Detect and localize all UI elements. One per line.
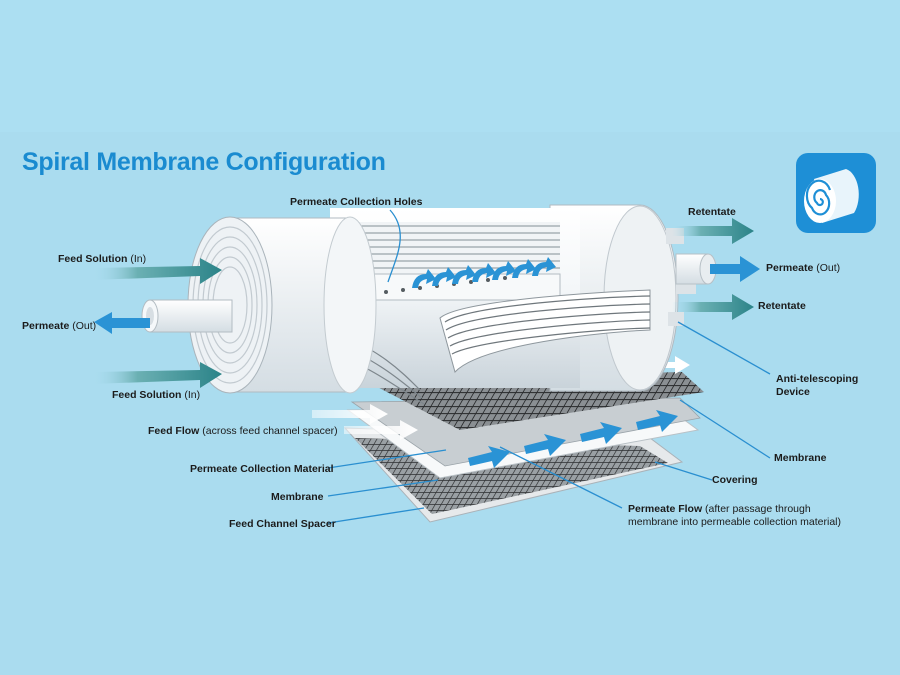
top-band: [0, 0, 900, 132]
feed-in-top-arrow: [92, 258, 222, 284]
label-feed-channel-spacer: Feed Channel Spacer: [229, 518, 336, 530]
label-membrane-right: Membrane: [774, 452, 827, 464]
label-feed-in-bottom: Feed Solution (In): [112, 389, 201, 401]
label-feed-flow: Feed Flow (across feed channel spacer): [148, 425, 338, 437]
permeate-flow-arrows: [468, 410, 678, 468]
retentate-bottom-arrow: [672, 294, 754, 320]
label-retentate-top: Retentate: [688, 206, 736, 218]
label-retentate-bottom: Retentate: [758, 300, 806, 312]
leader-lines: [327, 209, 771, 524]
label-membrane-left: Membrane: [271, 491, 324, 503]
retentate-top-arrow: [672, 218, 754, 244]
membrane-cylinder: [141, 204, 717, 405]
label-permeate-holes: Permeate Collection Holes: [290, 196, 423, 208]
label-feed-in-top: Feed Solution (In): [58, 253, 147, 265]
membrane-roll-icon: [796, 153, 876, 233]
label-permeate-collection-material: Permeate Collection Material: [190, 463, 334, 475]
permeate-out-right-arrow: [710, 256, 760, 282]
label-permeate-out-left: Permeate (Out): [22, 320, 97, 332]
feed-in-bottom-arrow: [92, 362, 222, 388]
page-title: Spiral Membrane Configuration: [22, 148, 386, 176]
flow-arrows: [92, 218, 760, 388]
label-permeate-out-right: Permeate (Out): [766, 262, 841, 274]
label-covering: Covering: [712, 474, 758, 486]
permeate-out-left-arrow: [94, 312, 150, 334]
permeate-holes: [384, 276, 507, 294]
curl-arrows: [412, 257, 556, 288]
